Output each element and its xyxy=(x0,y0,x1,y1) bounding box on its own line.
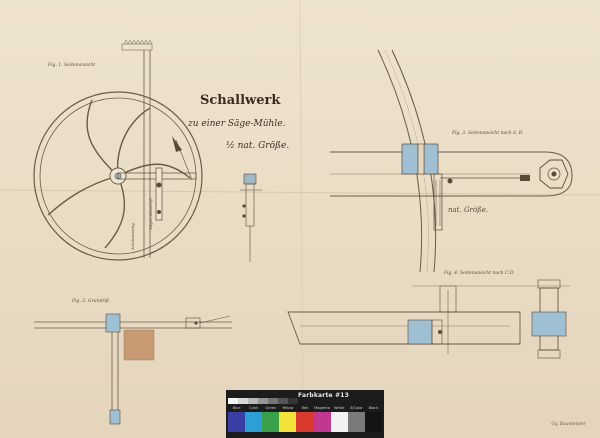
gray-scale-strip xyxy=(228,398,298,404)
fig3-arm: Fig. 3. Seitenansicht nach d. B. nat. Gr… xyxy=(330,49,573,273)
color-patch-row xyxy=(228,412,382,432)
fig4-assembly: Fig. 4. Seitenansicht nach C.D. xyxy=(287,270,570,359)
color-patch xyxy=(279,412,297,432)
color-patch xyxy=(228,412,246,432)
color-calibration-card: Farbkarte #13 Blue Cyan Green Yellow Red Mage… xyxy=(226,390,384,438)
patch-name: Red xyxy=(301,406,309,410)
fig3-label: Fig. 3. Seitenansicht nach d. B. xyxy=(451,130,524,136)
scale-note: ½ nat. Größe. xyxy=(226,140,289,151)
color-patch xyxy=(313,412,331,432)
color-patch xyxy=(347,412,365,432)
colorcard-brand: Farbkarte #13 xyxy=(298,392,350,399)
patch-name: Blue xyxy=(232,406,241,410)
patch-name: White xyxy=(333,406,345,410)
gray-step xyxy=(258,398,268,404)
color-patch xyxy=(364,412,382,432)
side-label-b: Sägetriebschaft xyxy=(148,197,153,230)
patch-name: Green xyxy=(265,406,277,410)
color-patch xyxy=(296,412,314,432)
patch-name: Black xyxy=(368,406,379,410)
gray-step xyxy=(288,398,298,404)
fig4-label: Fig. 4. Seitenansicht nach C.D. xyxy=(443,270,515,276)
gray-step xyxy=(228,398,238,404)
patch-name: 3/Color xyxy=(349,406,363,410)
patch-name: Cyan xyxy=(249,406,259,410)
color-patch xyxy=(330,412,348,432)
gray-step xyxy=(278,398,288,404)
gray-step xyxy=(248,398,258,404)
gray-step xyxy=(268,398,278,404)
gray-step xyxy=(238,398,248,404)
nat-size-label: nat. Größe. xyxy=(448,206,488,214)
color-patch xyxy=(262,412,280,432)
page-subtitle: zu einer Säge-Mühle. xyxy=(187,119,286,129)
fig2-plan: Fig. 2. Grundriß xyxy=(34,298,232,425)
fig1-detail xyxy=(240,173,262,262)
patch-name: Magenta xyxy=(314,406,330,410)
color-patch xyxy=(245,412,263,432)
page-title: Schallwerk xyxy=(200,93,281,108)
fig1-label: Fig. 1. Seitenansicht xyxy=(47,62,95,68)
side-label-a: Axialmessing xyxy=(130,223,135,251)
fig1-wheel: Fig. 1. Seitenansicht Axialmessing Säget… xyxy=(33,39,203,261)
fig2-label: Fig. 2. Grundriß xyxy=(71,298,109,304)
patch-name: Yellow xyxy=(282,406,294,410)
signature: Gy. Baumeister xyxy=(551,422,586,427)
